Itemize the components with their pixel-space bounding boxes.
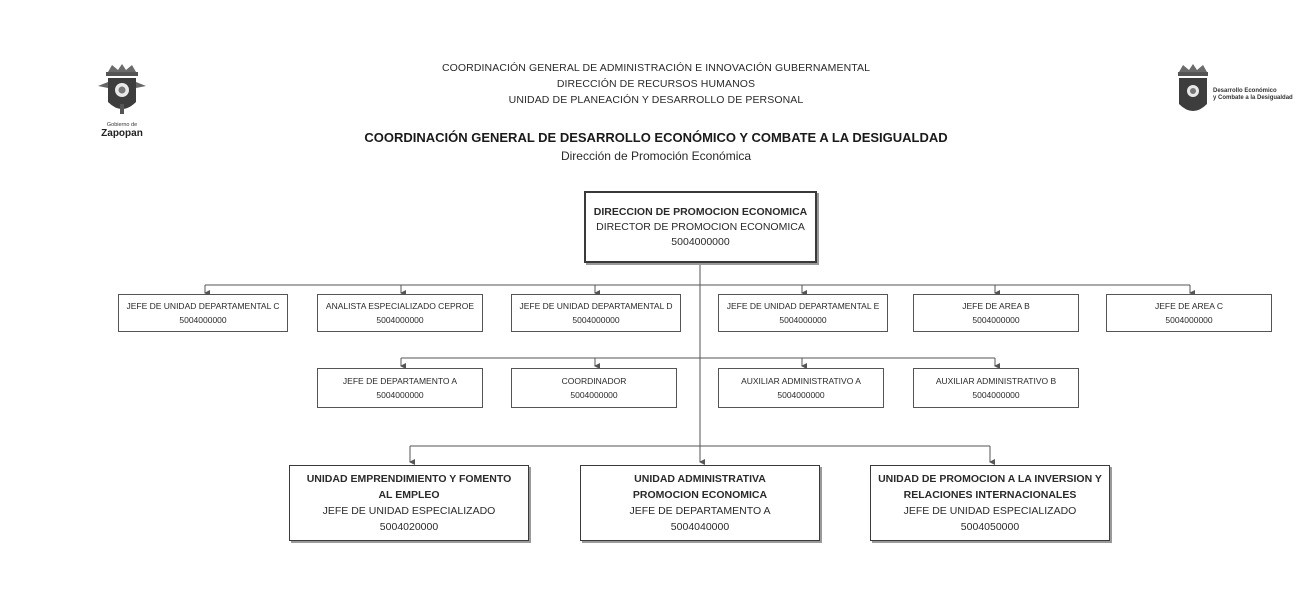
coordination-subtitle: Dirección de Promoción Económica — [560, 149, 752, 163]
coat-of-arms-icon — [98, 64, 146, 114]
box-code: 5004000000 — [570, 390, 618, 400]
coat-of-arms-icon — [1178, 64, 1208, 111]
box-role: JEFE DE DEPARTAMENTO A — [342, 376, 458, 386]
box-role: COORDINADOR — [561, 376, 627, 386]
box-code: 5004000000 — [376, 390, 424, 400]
box-role: JEFE DE DEPARTAMENTO A — [629, 505, 771, 517]
box-code: 5004000000 — [179, 315, 227, 325]
box-code: 5004000000 — [572, 315, 620, 325]
box-code: 5004050000 — [960, 521, 1020, 533]
box-role: AUXILIAR ADMINISTRATIVO B — [935, 376, 1057, 386]
box-code: 5004000000 — [777, 390, 825, 400]
box-role: JEFE DE UNIDAD DEPARTAMENTAL C — [126, 301, 280, 311]
logo-caption: Zapopan — [101, 128, 143, 139]
position-box: JEFE DE UNIDAD DEPARTAMENTAL E 500400000… — [718, 294, 888, 332]
position-box: JEFE DE AREA B 5004000000 — [913, 294, 1079, 332]
logo-line-1: Desarrollo Económico — [1213, 88, 1277, 94]
logo-caption-small: Gobierno de — [106, 122, 138, 128]
box-role: JEFE DE UNIDAD DEPARTAMENTAL E — [726, 301, 880, 311]
box-title: UNIDAD ADMINISTRATIVA PROMOCION ECONOMIC… — [632, 473, 768, 501]
box-role: JEFE DE UNIDAD ESPECIALIZADO — [903, 505, 1077, 517]
zapopan-logo: Gobierno de Zapopan — [88, 62, 156, 146]
box-code: 5004020000 — [379, 521, 439, 533]
box-code: 5004000000 — [376, 315, 424, 325]
box-code: 5004000000 — [671, 235, 730, 248]
position-box: COORDINADOR 5004000000 — [511, 368, 677, 408]
box-role: JEFE DE AREA B — [962, 301, 1030, 311]
box-title: UNIDAD DE PROMOCION A LA INVERSION Y REL… — [878, 473, 1102, 501]
coordination-title: COORDINACIÓN GENERAL DE DESARROLLO ECONÓ… — [364, 130, 948, 145]
box-role: AUXILIAR ADMINISTRATIVO A — [741, 376, 861, 386]
unit-box: UNIDAD DE PROMOCION A LA INVERSION Y REL… — [870, 465, 1110, 541]
box-role: JEFE DE UNIDAD ESPECIALIZADO — [322, 505, 496, 517]
box-role: JEFE DE UNIDAD DEPARTAMENTAL D — [519, 301, 673, 311]
box-code: 5004000000 — [972, 390, 1020, 400]
header-line-3: UNIDAD DE PLANEACIÓN Y DESARROLLO DE PER… — [508, 94, 804, 106]
box-title: DIRECCION DE PROMOCION ECONOMICA — [593, 205, 808, 218]
box-role: JEFE DE AREA C — [1154, 301, 1224, 311]
position-box: JEFE DE DEPARTAMENTO A 5004000000 — [317, 368, 483, 408]
position-box: JEFE DE UNIDAD DEPARTAMENTAL C 500400000… — [118, 294, 288, 332]
header-line-2: DIRECCIÓN DE RECURSOS HUMANOS — [556, 78, 756, 90]
position-box: AUXILIAR ADMINISTRATIVO A 5004000000 — [718, 368, 884, 408]
logo-line-2: y Combate a la Desigualdad — [1213, 95, 1293, 101]
desarrollo-economico-logo: Desarrollo Económico y Combate a la Desi… — [1175, 62, 1305, 122]
box-role: DIRECTOR DE PROMOCION ECONOMICA — [596, 220, 805, 233]
box-title: UNIDAD EMPRENDIMIENTO Y FOMENTO AL EMPLE… — [306, 473, 512, 501]
position-box: ANALISTA ESPECIALIZADO CEPROE 5004000000 — [317, 294, 483, 332]
box-code: 5004000000 — [972, 315, 1020, 325]
position-box: JEFE DE UNIDAD DEPARTAMENTAL D 500400000… — [511, 294, 681, 332]
box-code: 5004000000 — [1165, 315, 1213, 325]
box-role: ANALISTA ESPECIALIZADO CEPROE — [325, 301, 475, 311]
unit-box: UNIDAD ADMINISTRATIVA PROMOCION ECONOMIC… — [580, 465, 820, 541]
box-code: 5004040000 — [670, 521, 730, 533]
position-box: AUXILIAR ADMINISTRATIVO B 5004000000 — [913, 368, 1079, 408]
box-code: 5004000000 — [779, 315, 827, 325]
header-line-1: COORDINACIÓN GENERAL DE ADMINISTRACIÓN E… — [441, 62, 871, 74]
unit-box: UNIDAD EMPRENDIMIENTO Y FOMENTO AL EMPLE… — [289, 465, 529, 541]
director-box: DIRECCION DE PROMOCION ECONOMICA DIRECTO… — [584, 191, 817, 263]
position-box: JEFE DE AREA C 5004000000 — [1106, 294, 1272, 332]
